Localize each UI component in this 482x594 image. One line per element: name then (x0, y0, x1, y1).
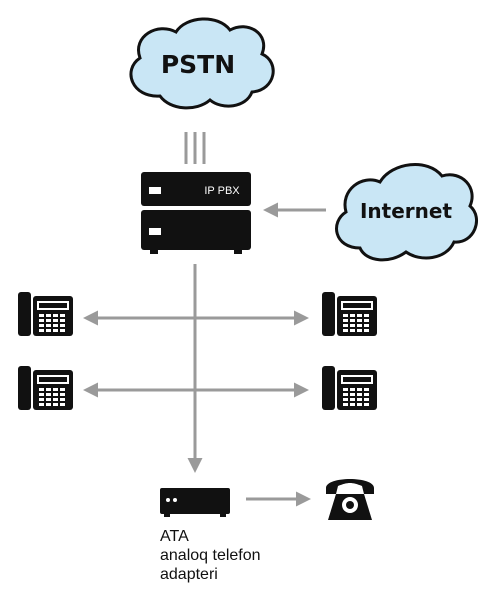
analog-phone-icon (326, 479, 374, 520)
analog-phone (326, 479, 374, 520)
cloud-icon (335, 163, 479, 262)
pstn-trunk-lines (184, 132, 206, 164)
internet-label: Internet (360, 199, 452, 223)
ata-device (160, 488, 230, 517)
ip-phone-top-left (18, 292, 73, 336)
pstn-label: PSTN (161, 50, 235, 79)
ip-phone-bottom-left (18, 366, 73, 410)
server-icon (141, 172, 251, 254)
ata-description-line2: adapteri (160, 566, 218, 583)
ip-phone-bottom-right (322, 366, 377, 410)
ata-title: ATA (160, 528, 189, 545)
ip-phone-icon (18, 366, 73, 410)
ip-pbx-server: IP PBX (141, 172, 251, 254)
ip-phone-icon (322, 292, 377, 336)
pbx-label: IP PBX (204, 185, 240, 197)
pstn-cloud: PSTN (129, 17, 275, 110)
cloud-icon (129, 17, 275, 110)
ata-device-icon (160, 488, 230, 517)
ip-phone-icon (18, 292, 73, 336)
ata-description-line1: analoq telefon (160, 547, 261, 564)
ip-phone-top-right (322, 292, 377, 336)
ip-phone-icon (322, 366, 377, 410)
internet-cloud: Internet (335, 163, 479, 262)
ata-label: ATA analoq telefon adapteri (160, 527, 261, 584)
